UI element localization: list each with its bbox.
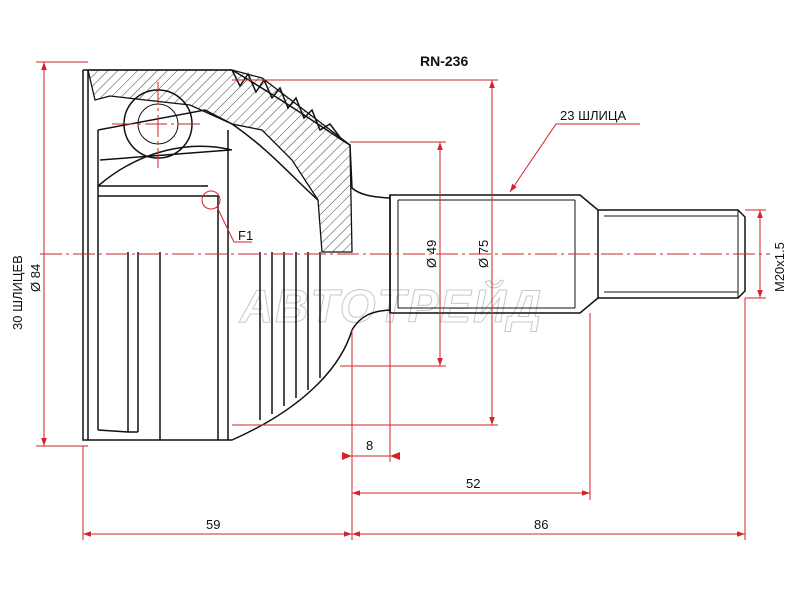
shaft-diameter-label: Ø 49 bbox=[424, 240, 439, 268]
thread-label: M20x1.5 bbox=[772, 242, 787, 292]
dim-52-label: 52 bbox=[466, 476, 480, 491]
dim-86-label: 86 bbox=[534, 517, 548, 532]
feature-f1-label: F1 bbox=[238, 228, 253, 243]
dimensions: 30 ШЛИЦЕВ Ø 84 Ø 75 Ø 49 23 ШЛИЦА M20x1.… bbox=[10, 61, 787, 540]
feature-f1: F1 bbox=[201, 190, 253, 243]
dim-8-label: 8 bbox=[366, 438, 373, 453]
outer-diameter-label: Ø 84 bbox=[28, 264, 43, 292]
ball bbox=[112, 82, 204, 168]
housing bbox=[82, 69, 391, 441]
inner-splines-label: 23 ШЛИЦА bbox=[560, 108, 626, 123]
dim-59-label: 59 bbox=[206, 517, 220, 532]
housing-diameter-label: Ø 75 bbox=[476, 240, 491, 268]
part-number-title: RN-236 bbox=[420, 53, 468, 69]
outer-splines-label: 30 ШЛИЦЕВ bbox=[10, 255, 25, 330]
